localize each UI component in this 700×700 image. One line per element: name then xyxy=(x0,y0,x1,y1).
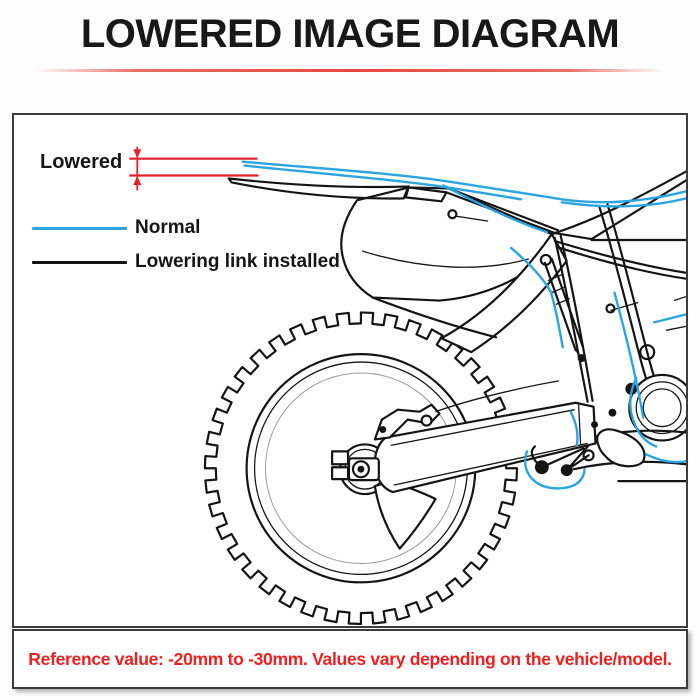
lowered-line-swatch xyxy=(32,261,127,264)
rear-fender-lowered xyxy=(227,170,686,280)
diagram-panel: Lowered Normal Lowering link installed xyxy=(12,113,688,628)
page-title: LOWERED IMAGE DIAGRAM xyxy=(80,12,620,56)
reference-note: Reference value: -20mm to -30mm. Values … xyxy=(12,629,688,689)
side-panel xyxy=(340,186,568,354)
motorcycle-diagram xyxy=(129,146,686,626)
legend-label-lowered: Lowering link installed xyxy=(135,251,340,272)
dimension-arrows xyxy=(129,146,259,191)
title-divider-rule xyxy=(36,69,664,72)
dimension-label: Lowered xyxy=(40,151,123,173)
legend-label-normal: Normal xyxy=(135,217,201,238)
normal-line-swatch xyxy=(32,227,127,230)
reference-text: Reference value: -20mm to -30mm. Values … xyxy=(28,648,672,669)
normal-position-overlay xyxy=(241,160,686,490)
swingarm xyxy=(331,401,599,550)
brake-caliper xyxy=(373,380,559,441)
frame-and-engine xyxy=(530,203,686,483)
